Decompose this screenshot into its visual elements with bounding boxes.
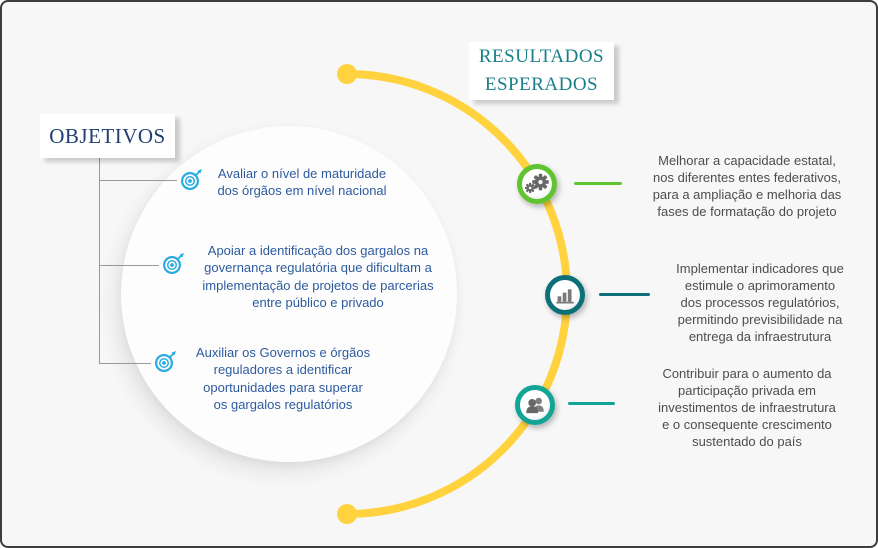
results-title-box: RESULTADOS ESPERADOS: [469, 42, 614, 100]
result-item-1-text: Melhorar a capacidade estatal, nos difer…: [652, 153, 842, 219]
result-connector-1: [574, 182, 622, 185]
objectives-connector-branch-2: [99, 265, 159, 266]
bar-chart-icon: [556, 289, 574, 304]
result-connector-2: [599, 293, 650, 296]
results-title: RESULTADOS ESPERADOS: [478, 46, 605, 95]
result-item-3-text: Contribuir para o aumento da participaçã…: [658, 366, 836, 449]
target-icon: [155, 351, 176, 372]
arc-endpoint-top: [337, 64, 357, 84]
objectives-connector-vertical: [99, 158, 100, 363]
result-connector-3: [568, 402, 615, 405]
people-icon: [526, 397, 544, 414]
bar-chart-badge: [545, 275, 585, 315]
people-badge: [515, 385, 555, 425]
gears-icon: [525, 173, 549, 194]
target-icon: [181, 169, 202, 190]
objectives-connector-branch-3: [99, 363, 151, 364]
objectives-title-box: OBJETIVOS: [40, 114, 175, 158]
result-item-2-text: Implementar indicadores que estimule o a…: [676, 261, 844, 344]
objectives-connector-branch-1: [99, 180, 177, 181]
objectives-circle-background: [121, 126, 457, 462]
objectives-title: OBJETIVOS: [49, 123, 166, 148]
arc-endpoint-bottom: [337, 504, 357, 524]
gears-badge: [517, 164, 557, 204]
objective-item-1-text: Avaliar o nível de maturidade dos órgãos…: [217, 166, 387, 199]
objective-item-2-text: Apoiar a identificação dos gargalos na g…: [202, 243, 434, 311]
objective-item-3-text: Auxiliar os Governos e órgãos reguladore…: [195, 345, 371, 413]
target-icon: [163, 253, 184, 274]
